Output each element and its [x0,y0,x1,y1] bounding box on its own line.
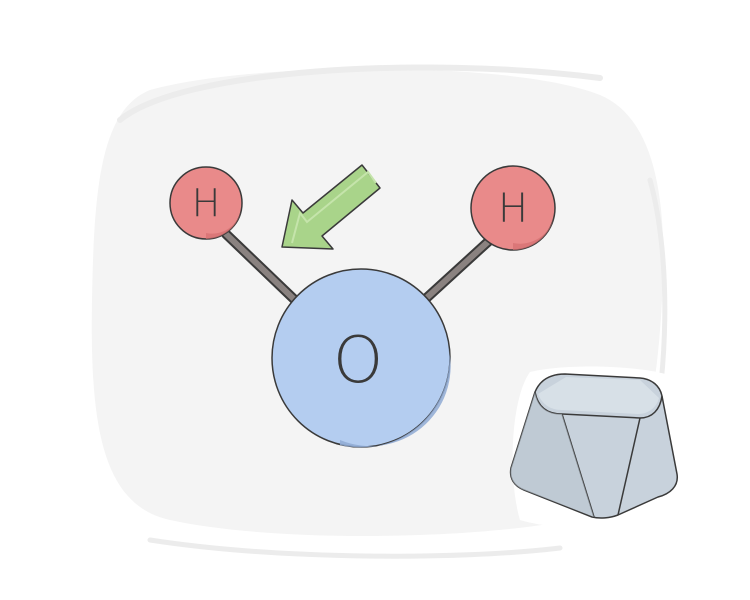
oxygen-atom: O [271,268,451,448]
background-sketch-line-3 [147,537,563,559]
background-sketch-line [117,64,603,123]
hydrogen-left-symbol: H [192,181,221,225]
bond-right [416,235,495,308]
hydrogen-atom-right: H [470,165,556,251]
hydrogen-right-symbol: H [498,186,528,232]
arrow-down-left-icon [281,164,381,250]
bond-left [221,229,303,308]
oxygen-symbol: O [333,324,383,398]
keyboard-key-icon [509,366,691,530]
hydrogen-atom-left: H [169,166,243,240]
